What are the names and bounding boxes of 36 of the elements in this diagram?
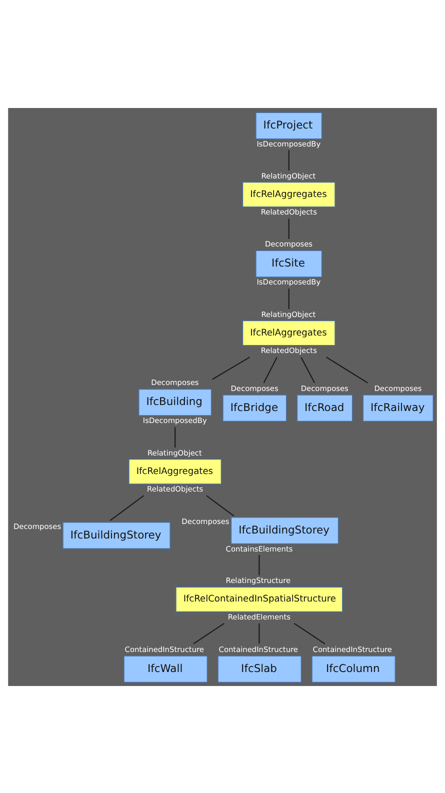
node-label: RelatedObjects [260, 207, 317, 216]
node-label: ContainedInStructure [312, 644, 392, 654]
node-label: RelatedObjects [260, 346, 317, 355]
node-label: Decomposes [230, 383, 278, 392]
connector [258, 554, 260, 575]
connector [288, 218, 290, 238]
node-label: Decomposes [182, 516, 230, 526]
connector [288, 288, 290, 308]
node-label: IsDecomposedBy [256, 277, 321, 286]
node-label: RelatingObject [261, 170, 316, 180]
connector [258, 622, 260, 644]
node-label: IsDecomposedBy [256, 139, 321, 148]
connector [193, 622, 224, 644]
connector [294, 622, 326, 644]
node-label: RelatingStructure [226, 576, 291, 585]
connector [326, 356, 368, 383]
node-label: RelatingObject [147, 448, 202, 457]
node-label: ContainsElements [226, 544, 293, 553]
node-label: Decomposes [151, 378, 199, 387]
node-label: Decomposes [300, 383, 348, 392]
connector [110, 494, 144, 520]
node-label: Decomposes [374, 383, 422, 392]
connector [212, 356, 250, 380]
node-label: ContainedInStructure [124, 644, 204, 654]
connector [300, 356, 316, 383]
connector [288, 150, 290, 170]
node-label: ContainedInStructure [218, 644, 298, 654]
connector [263, 356, 278, 383]
connector [174, 426, 176, 448]
node-label: IsDecomposedBy [142, 416, 207, 425]
node-label: Decomposes [264, 239, 313, 248]
node-label: RelatedObjects [147, 484, 204, 494]
node-label: Decomposes [13, 522, 62, 531]
node-label: RelatingObject [261, 309, 316, 318]
node-label: RelatedElements [228, 612, 291, 621]
connector [206, 494, 234, 516]
